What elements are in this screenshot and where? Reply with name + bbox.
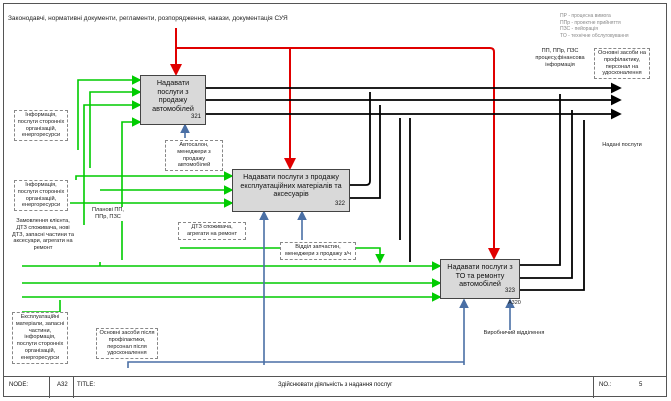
label-vehicle-repair: ДТЗ споживача, агрегати на ремонт: [178, 222, 246, 240]
no-value: 5: [639, 382, 643, 388]
output-arrow: [520, 94, 561, 266]
label-autosalon: Автосалон, менеджери з продажу автомобіл…: [165, 140, 223, 172]
label-pp-info: ПП, ППр, ПЗС процесу,фінансова інформаці…: [530, 48, 590, 69]
input-arrows: [22, 75, 442, 313]
diagram-frame: [3, 3, 667, 397]
input-arrow: [121, 117, 142, 260]
node-label: NODE:: [9, 382, 29, 388]
output-arrows: [205, 82, 622, 291]
activity-label: Надавати послуги з продажу експлуатаційн…: [240, 172, 342, 199]
legend-item: ПЗС - пейорація: [560, 26, 598, 32]
controls-title: Законодавчі, нормативні документи, регла…: [8, 15, 288, 22]
activity-number: 322: [334, 201, 345, 208]
label-services-out: Надані послуги: [600, 142, 644, 149]
output-arrow: [350, 92, 371, 186]
diagram-footer: NODE: А32 TITLE: Здійснювати діяльність …: [3, 376, 667, 398]
activity-box-323[interactable]: Надавати послуги з ТО та ремонту автомоб…: [440, 259, 520, 299]
legend-item: ПР - процесна вимога: [560, 13, 611, 19]
activity-box-321[interactable]: Надавати послуги з продажу автомобілей 3…: [140, 75, 206, 125]
mechanism-arrow-fa: [127, 361, 464, 368]
title-value: Здійснювати діяльність з надання послуг: [278, 382, 393, 388]
input-arrow: [77, 75, 142, 150]
input-arrow: [75, 171, 234, 181]
activity-label: Надавати послуги з ТО та ремонту автомоб…: [447, 262, 513, 289]
no-label: NO.:: [599, 382, 612, 388]
label-info-other-orgs: Інформація, послуги сторонніх організаці…: [14, 110, 68, 142]
label-consumables: Експлуатаційні матеріали, запасні частин…: [12, 312, 68, 364]
legend-item: ППр - проектне прийняття: [560, 19, 621, 26]
activity-number: 323: [504, 288, 515, 295]
input-arrow: [83, 100, 142, 225]
control-arrows: [170, 28, 500, 260]
activity-number: 321: [190, 114, 201, 121]
label-production-dept: Виробничий відділення: [478, 330, 550, 337]
activity-box-322[interactable]: Надавати послуги з продажу експлуатаційн…: [232, 169, 350, 212]
legend: ПР - процесна вимога ППр - проектне прий…: [560, 13, 660, 39]
title-label: TITLE:: [77, 382, 96, 388]
label-parts-dept: Відділ запчастин, менеджери з продажу з/…: [280, 242, 356, 260]
label-fixed-assets-out: Основні засоби на профілактику, персонал…: [594, 48, 650, 80]
input-arrow: [180, 247, 385, 264]
label-fixed-assets: Основні засоби після профілактики, персо…: [96, 328, 158, 360]
activity-label: Надавати послуги з продажу автомобілей: [152, 78, 194, 113]
output-arrow: [350, 105, 381, 199]
mechanism-arrows: [127, 123, 515, 368]
legend-item: ТО - технічне обслуговування: [560, 32, 629, 39]
activity-sub-ref: А320: [508, 300, 521, 306]
label-planned: Планові ПП, ППр, ПЗС: [86, 207, 130, 221]
control-arrow-323: [290, 47, 500, 260]
node-value: А32: [57, 382, 68, 388]
output-arrow: [520, 120, 585, 291]
input-arrow: [89, 87, 142, 168]
label-orders: Замовлення клієнта, ДТЗ споживача, нові …: [12, 218, 75, 252]
input-arrow: [22, 300, 61, 313]
label-info-other-orgs-2: Інформація, послуги сторонніх організаці…: [14, 180, 68, 212]
output-arrow: [520, 110, 573, 279]
